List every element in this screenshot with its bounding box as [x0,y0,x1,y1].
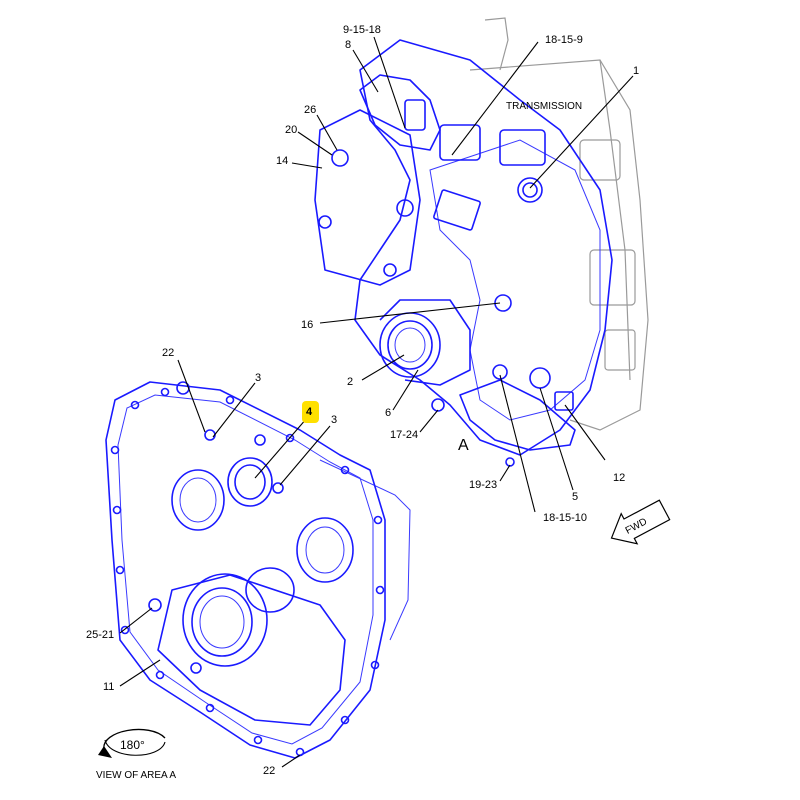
rotation-label: 180° [120,738,145,752]
callout-22-bottom: 22 [263,765,275,777]
callout-18-15-9: 18-15-9 [545,34,583,46]
callout-19-23: 19-23 [469,479,497,491]
highlight-marker [302,401,319,423]
rotation-180-icon: 180° [98,728,166,758]
callout-3-left: 3 [255,372,261,384]
rim-bolts [110,387,385,757]
callout-2: 2 [347,376,353,388]
callout-6: 6 [385,407,391,419]
transmission-label: TRANSMISSION [506,101,582,112]
callout-25-21: 25-21 [86,629,114,641]
callouts: 9-15-18 8 18-15-9 1 26 20 14 16 22 3 4 3… [86,24,639,777]
callout-3-right: 3 [331,414,337,426]
callout-5: 5 [572,491,578,503]
callout-1: 1 [633,65,639,77]
callout-9-15-18: 9-15-18 [343,24,381,36]
view-of-area-label: VIEW OF AREA A [96,770,176,781]
callout-16: 16 [301,319,313,331]
callout-12: 12 [613,472,625,484]
leader-lines [119,36,634,768]
callout-18-15-10: 18-15-10 [543,512,587,524]
callout-8: 8 [345,39,351,51]
callout-22-top: 22 [162,347,174,359]
cover-plate [105,381,411,759]
area-a-label: A [458,437,469,454]
callout-14: 14 [276,155,288,167]
callout-20: 20 [285,124,297,136]
callout-4: 4 [306,406,313,418]
fwd-arrow-icon: FWD [610,499,671,545]
callout-26: 26 [304,104,316,116]
transmission-assembly [314,17,649,467]
callout-11: 11 [103,681,114,693]
callout-17-24: 17-24 [390,429,418,441]
